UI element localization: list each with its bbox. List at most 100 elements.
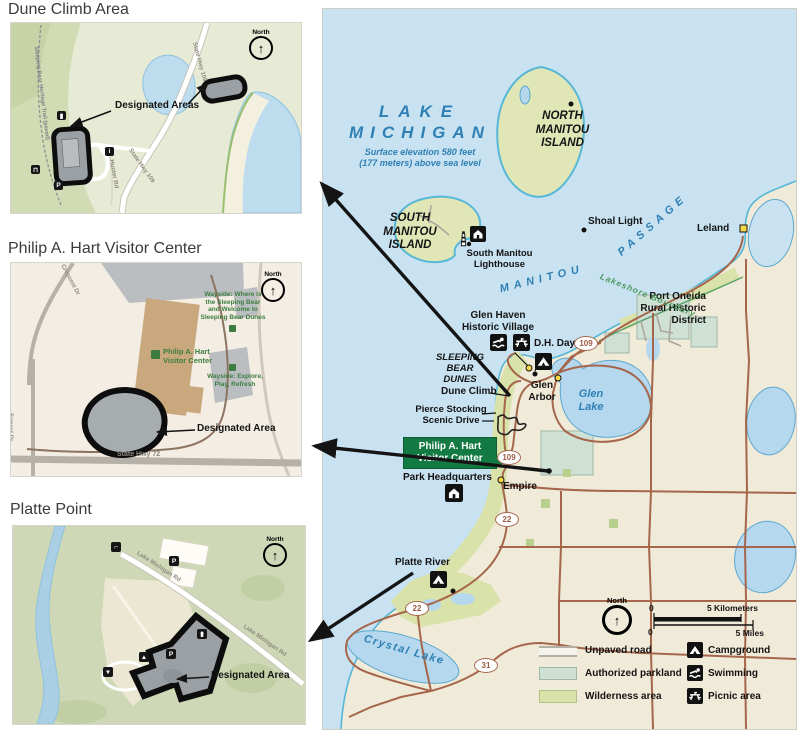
surface-elevation-note: Surface elevation 580 feet (177 meters) … (359, 147, 481, 168)
inset-map-platte-point: Designated Area Lake Michigan Rd Lake Mi… (12, 525, 306, 725)
north-label: North (264, 271, 282, 278)
sleeping-bear-dunes-label: SLEEPING BEAR DUNES (435, 352, 485, 386)
hwy72-label: State Hwy 72 (117, 451, 161, 458)
scale-bar (653, 613, 754, 630)
empire-dot (497, 476, 505, 484)
park-headquarters-icon (445, 484, 463, 502)
north-label: North (266, 536, 284, 543)
legend-wilderness-area: Wilderness area (585, 691, 662, 702)
port-oneida-label: Port Oneida Rural Historic District (640, 291, 706, 326)
designated-arrow-east (187, 82, 209, 105)
pierce-stocking-drive (496, 414, 527, 436)
pierce-stocking-label: Pierce Stocking Scenic Drive (415, 404, 487, 427)
inset-title-platte-point: Platte Point (10, 501, 92, 518)
dune-climb-label: Dune Climb (441, 386, 497, 397)
wayside-marker-icon (229, 325, 236, 332)
designated-arrow (155, 426, 196, 436)
hand-pump-icon: ⌐ (111, 542, 121, 552)
legend-picnic-area: Picnic area (708, 691, 761, 702)
designated-area-east (200, 74, 248, 104)
north-manitou-island (496, 65, 585, 198)
parking-icon: P (169, 556, 179, 566)
boat-launch-icon: ▾ (103, 667, 113, 677)
dh-day-label: D.H. Day (534, 338, 576, 349)
north-compass: North ↑ (602, 596, 632, 635)
route-shield-22: 22 (495, 512, 519, 527)
empire-label: Empire (503, 481, 537, 492)
beach (223, 93, 269, 213)
state-hwy-72-road (11, 455, 301, 467)
park-headquarters-label: Park Headquarters (403, 472, 492, 483)
visitor-center-marker-icon (151, 350, 160, 359)
platte-dot (450, 588, 456, 594)
restroom-icon: ▮ (57, 111, 66, 120)
visitor-center-dot (546, 468, 552, 474)
campground-icon (430, 571, 447, 588)
open-field (101, 578, 199, 706)
leland-label: Leland (697, 223, 730, 234)
north-arrow-icon: ↑ (257, 40, 265, 56)
lakeshore-boundary-line (598, 276, 744, 342)
visitor-center-building (132, 298, 200, 416)
glen-lake-label: Glen Lake (578, 388, 604, 413)
restroom-icon: ▮ (197, 629, 207, 639)
glen-arbor-label: Glen Arbor (528, 380, 556, 403)
lake-michigan-label-line1: LAKE (378, 102, 462, 121)
glen-arbor-dot (554, 374, 562, 382)
designated-areas-label: Designated Areas (115, 100, 200, 111)
glen-lake (551, 357, 653, 438)
wayside-top-label: Wayside: Where is the Sleeping Bear and … (200, 291, 266, 321)
visitor-center-label: Philip A. Hart Visitor Center (163, 347, 213, 365)
scale-zero-km: 0 (649, 603, 654, 613)
compass-circle: ↑ (249, 36, 273, 60)
shoal-light-label: Shoal Light (588, 216, 643, 227)
unpaved-roads (640, 312, 682, 347)
parking-icon: P (54, 181, 63, 190)
picnic-icon (687, 688, 703, 704)
platte-river-label: Platte River (395, 557, 451, 568)
wilderness-area-swatch (539, 690, 577, 703)
sunset-dr-label: Sunset Dr (10, 413, 13, 442)
glen-lake-loop-road (551, 364, 653, 443)
scale-km-label: 5 Kilometers (706, 603, 758, 613)
glen-haven-dot (525, 364, 533, 372)
visitor-center-inset-graphics (11, 263, 301, 476)
lighthouse-icon (460, 231, 467, 247)
north-arrow-icon: ↑ (271, 547, 279, 563)
picnic-icon (513, 334, 530, 351)
crescent-dr-road (27, 263, 75, 386)
designated-area-label: Designated Area (197, 423, 276, 434)
designated-area (81, 387, 168, 458)
glen-haven-label: Glen Haven Historic Village (461, 310, 535, 333)
designated-arrow-west (69, 110, 112, 127)
state-hwy-109-road (119, 23, 210, 213)
shoal-light-dot (581, 227, 587, 233)
building-block (101, 263, 244, 303)
swimming-icon (490, 334, 507, 351)
north-compass: North ↑ (261, 271, 285, 302)
picnic-icon: ⊓ (31, 165, 40, 174)
compass-circle: ↑ (602, 605, 632, 635)
compass-circle: ↑ (261, 278, 285, 302)
compass-circle: ↑ (263, 543, 287, 567)
route-shield-31: 31 (474, 658, 498, 673)
south-manitou-lighthouse-label: South Manitou Lighthouse (466, 248, 533, 271)
inset-map-visitor-center: Designated Area Wayside: Where is the Sl… (10, 262, 302, 477)
south-manitou-island-label: SOUTH MANITOU ISLAND (383, 212, 437, 252)
us31-road (430, 641, 796, 692)
authorized-parkland-swatch (539, 667, 577, 680)
north-arrow-icon: ↑ (613, 612, 621, 628)
lake-michigan-rd-road (119, 551, 305, 686)
north-manitou-island-label: NORTH MANITOU ISLAND (535, 110, 590, 150)
leland-marker (739, 224, 748, 233)
campground-icon (687, 642, 703, 658)
route-shield-109: 109 (574, 336, 598, 351)
route-shield-109: 109 (497, 450, 521, 465)
m72-road (501, 484, 796, 494)
lake-leelanau (747, 198, 795, 268)
legend-swimming: Swimming (708, 668, 759, 679)
north-label: North (607, 596, 627, 605)
trailhead-icon: ▲ (139, 652, 149, 662)
legend-campground: Campground (708, 645, 771, 656)
platte-point-inset-graphics (13, 526, 305, 724)
